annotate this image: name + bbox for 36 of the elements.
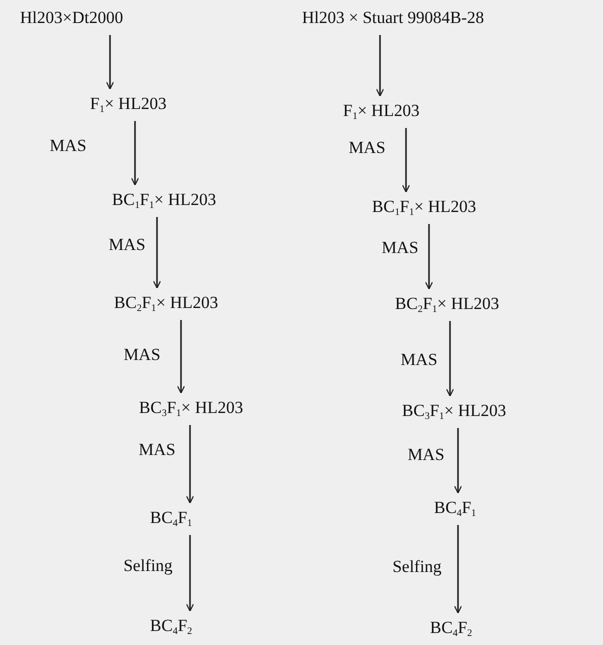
arrow xyxy=(176,320,186,394)
arrow xyxy=(130,121,140,186)
arrow xyxy=(376,35,384,97)
generation-label: Hl203 × Stuart 99084B-28 xyxy=(300,7,486,29)
edge-label: MAS xyxy=(348,137,386,159)
edge-label: MAS xyxy=(50,135,86,157)
edge-label: MAS xyxy=(124,344,160,366)
generation-label: Hl203×Dt2000 xyxy=(18,7,126,29)
arrow xyxy=(446,321,454,397)
edge-label: Selfing xyxy=(392,556,442,578)
generation-label: BC$_{1}$F$_{1}$× HL203 xyxy=(370,196,478,218)
generation-label: BC$_{4}$F$_{2}$ xyxy=(148,615,194,637)
generation-label: BC$_{1}$F$_{1}$× HL203 xyxy=(110,189,218,211)
arrow xyxy=(186,425,194,504)
generation-label: F$_{1}$× HL203 xyxy=(88,93,168,115)
arrow xyxy=(106,35,114,90)
generation-label: BC$_{4}$F$_{1}$ xyxy=(148,507,194,529)
generation-label: BC$_{4}$F$_{2}$ xyxy=(428,617,474,639)
arrow xyxy=(152,217,162,289)
edge-label: MAS xyxy=(400,349,438,371)
generation-label: BC$_{2}$F$_{1}$× HL203 xyxy=(393,293,502,315)
generation-label: BC$_{4}$F$_{1}$ xyxy=(432,497,478,519)
arrow xyxy=(424,224,434,290)
generation-label: F$_{1}$× HL203 xyxy=(341,100,422,122)
generation-label: BC$_{3}$F$_{1}$× HL203 xyxy=(400,400,508,422)
arrow xyxy=(454,525,462,614)
arrow xyxy=(186,535,194,612)
generation-label: BC$_{3}$F$_{1}$× HL203 xyxy=(137,397,246,419)
arrow xyxy=(454,428,462,494)
edge-label: MAS xyxy=(408,444,444,466)
arrow xyxy=(402,128,410,193)
generation-label: BC$_{2}$F$_{1}$× HL203 xyxy=(112,292,220,314)
edge-label: MAS xyxy=(138,439,176,461)
edge-label: MAS xyxy=(108,234,146,256)
edge-label: Selfing xyxy=(123,555,173,577)
edge-label: MAS xyxy=(382,237,418,259)
